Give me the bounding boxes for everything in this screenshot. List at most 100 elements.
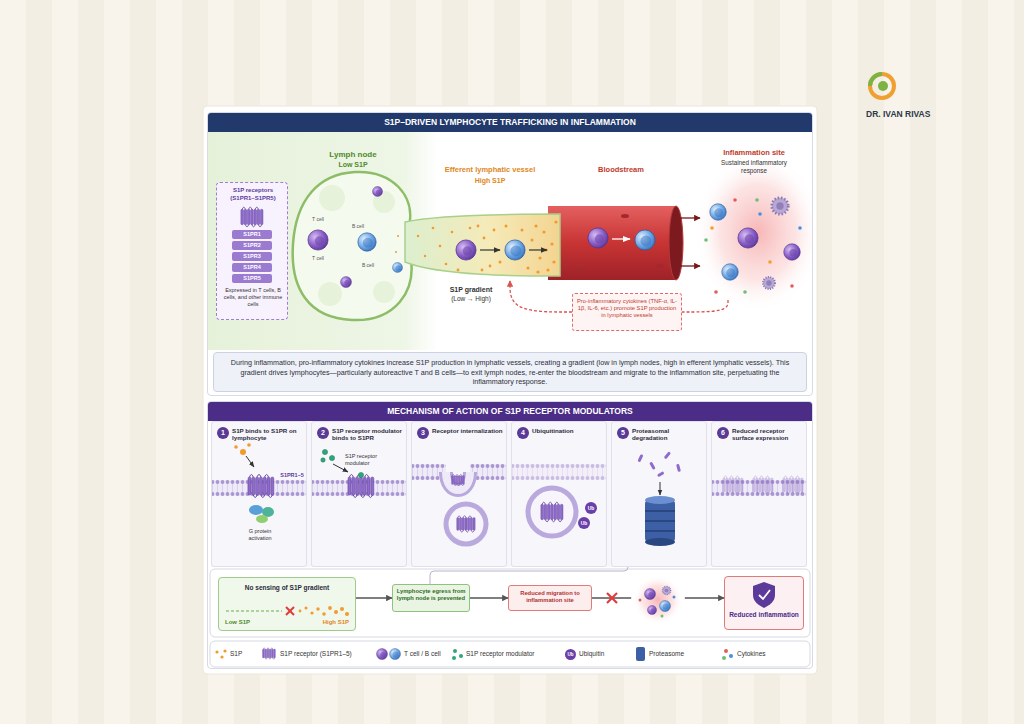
inflammation-cells: [704, 198, 802, 294]
lymphatic-vessel: [397, 235, 399, 237]
lymphatic-vessel: [536, 270, 539, 273]
reduced-cell-cluster: [633, 575, 683, 625]
receptor-tag: S1PR1: [232, 230, 272, 239]
blocked-gradient: [226, 606, 349, 616]
lymph-node-shape: [392, 262, 402, 272]
flow-arrow: [680, 265, 700, 266]
lymphatic-vessel: [552, 260, 555, 263]
lymphatic-vessel: [542, 230, 545, 233]
lymphatic-vessel: [499, 261, 502, 264]
legend-text: S1P receptor modulator: [466, 650, 556, 658]
blocked-gradient: [286, 607, 294, 615]
step-3-art: [446, 472, 470, 490]
lymph-node-shape: [358, 233, 376, 251]
node-title: Efferent lymphatic vessel: [420, 165, 560, 175]
node-title: S1P receptors (S1PR1–S1PR5): [220, 187, 286, 202]
lymphatic-vessel: Efferent lymphatic vesselHigh S1P: [420, 165, 560, 281]
lymphatic-vessel: [550, 242, 553, 245]
legend-icons: [452, 656, 456, 660]
node-title: No sensing of S1P gradient: [243, 584, 331, 592]
lymphatic-vessel: [534, 224, 537, 227]
inflammation-cells: [772, 198, 789, 215]
legend-icons: [215, 647, 733, 661]
blood-cells: [635, 230, 655, 250]
step-6-art: [753, 476, 773, 494]
blocked-gradient: [322, 612, 326, 616]
blood-vessel: [548, 206, 683, 280]
step-5-art: [637, 451, 681, 546]
legend-icons: [377, 649, 388, 660]
blocked-gradient: [345, 612, 349, 616]
lymphatic-vessel: [483, 237, 486, 240]
inflammation-cells: [790, 284, 794, 288]
lymphatic-vessel: [395, 220, 558, 273]
step-4-art: [541, 502, 563, 522]
step-1-art: [211, 443, 307, 523]
step-2-art: [358, 472, 363, 477]
lymphatic-vessel: [489, 265, 492, 268]
lymph-node-shape: [372, 186, 382, 196]
node-title: S1PR5: [232, 274, 272, 283]
blocked-gradient: [340, 607, 344, 611]
inflammation-cells: [722, 264, 739, 281]
node-text: T cell: [304, 216, 332, 222]
legend-icons: [729, 654, 733, 658]
step-5-art: [645, 530, 675, 532]
step-2-art: [321, 458, 325, 462]
summary-box: During inflammation, pro-inflammatory cy…: [213, 352, 807, 392]
blood-cells: [588, 228, 608, 248]
shield-icon: [759, 590, 770, 599]
step-4-art: [511, 464, 607, 480]
lymphatic-vessel: [457, 269, 460, 272]
reduced-cell-cluster: [661, 615, 664, 618]
reduced-cell-cluster: [639, 599, 642, 602]
blocked-migration: [607, 593, 617, 603]
node-title: During inflammation, pro-inflammatory cy…: [220, 358, 800, 387]
step-5-art: [637, 454, 643, 463]
inflammation-cells: [784, 244, 801, 261]
legend-icons: [223, 649, 226, 652]
legend-icons: [453, 649, 457, 653]
inflammation-cells: [743, 290, 747, 294]
lymphatic-vessel: [432, 227, 435, 230]
node-text: S1PR1–5: [278, 472, 306, 479]
lymphatic-vessel: [477, 225, 480, 228]
node-title: S1PR4: [232, 263, 272, 272]
node-title: Lymphocyte egress from lymph node is pre…: [396, 588, 466, 602]
node-title: S1PR3: [232, 252, 272, 261]
node-title: Lymph node: [290, 150, 416, 160]
node-title: 4: [517, 427, 529, 439]
receptor-tag: S1PR3: [232, 252, 272, 261]
reduced-cell-cluster: [662, 586, 670, 594]
node-text: Ub: [578, 517, 590, 529]
blood-cells: [612, 238, 630, 239]
blood-cells: [588, 228, 655, 250]
blocked-gradient: [316, 607, 319, 610]
lymphatic-vessel: [493, 229, 496, 232]
receptor-box-fill: [216, 182, 288, 320]
inflammation-cells: [714, 290, 718, 294]
lymph-node: Lymph nodeLow S1PT cellB cellT cellB cel…: [290, 150, 418, 322]
step-5-art: [645, 520, 675, 522]
node-text: G protein activation: [240, 528, 280, 541]
blocked-migration: [607, 593, 617, 603]
legend-text: S1P: [230, 650, 260, 658]
node-text: Ubiquitination: [532, 427, 606, 434]
node-title: Inflammation site: [700, 148, 808, 158]
legend-icons: [722, 656, 726, 660]
blood-vessel: [621, 214, 629, 218]
label-text: (Low → High): [440, 295, 502, 303]
step-5-art: [657, 471, 665, 477]
node-text: Sustained inflammatory response: [710, 159, 798, 174]
blood-vessel: Bloodstream: [562, 165, 680, 283]
step-1-art: [249, 505, 263, 515]
lymph-node-shape: [293, 172, 412, 320]
cytokine-box: Pro-inflammatory cytokines (TNF-α, IL-1β…: [572, 293, 682, 331]
reduced-cell-cluster: [631, 573, 685, 627]
receptor-box: S1P receptors (S1PR1–S1PR5)Expressed in …: [216, 182, 288, 320]
panel: S1P–DRIVEN LYMPHOCYTE TRAFFICKING IN INF…: [207, 112, 813, 396]
lymphatic-vessel: [546, 268, 549, 271]
step-3-art: [446, 472, 470, 490]
legend-text: Proteasome: [649, 650, 699, 658]
